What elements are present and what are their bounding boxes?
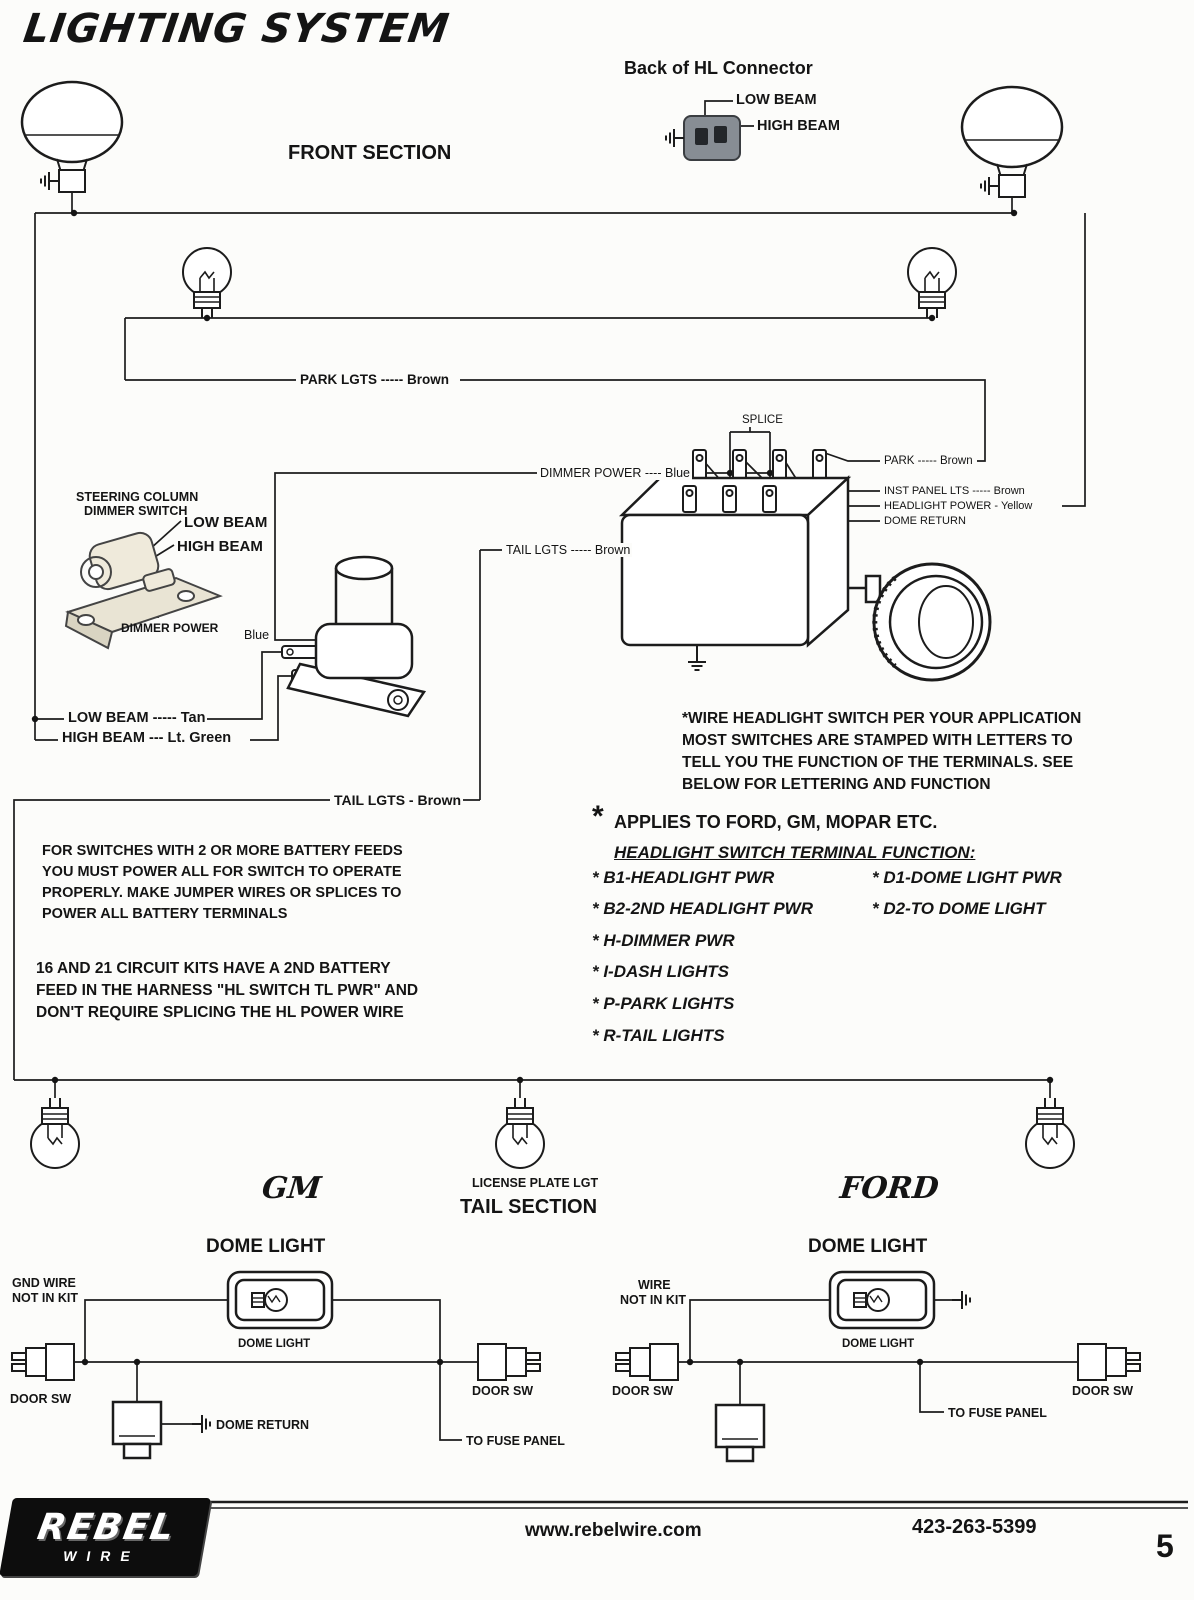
rebel-wire-logo: REBEL WIRE <box>0 1498 211 1576</box>
battery-note-line-1: FOR SWITCHES WITH 2 OR MORE BATTERY FEED… <box>42 843 403 859</box>
switch-ground <box>687 651 707 671</box>
gm-door-switch-left <box>11 1343 75 1381</box>
terminal-h: * H-DIMMER PWR <box>592 931 735 950</box>
headlight-left <box>20 80 124 193</box>
logo-rebel-text: REBEL <box>34 1507 179 1548</box>
wire-label-tail-lgts-2: TAIL LGTS - Brown <box>332 792 464 809</box>
gm-dome-light-heading: DOME LIGHT <box>206 1236 326 1257</box>
page-title: LIGHTING SYSTEM <box>20 6 453 52</box>
headlight-switch <box>618 449 992 682</box>
applies-star: * <box>592 800 604 833</box>
ford-wire-label-1: WIRE <box>638 1278 671 1292</box>
wire-label-high-beam-green: HIGH BEAM --- Lt. Green <box>60 730 234 747</box>
park-light-bulb-left <box>182 247 232 319</box>
gm-dome-return-label: DOME RETURN <box>216 1418 310 1432</box>
wire-label-low-beam-tan: LOW BEAM ----- Tan <box>66 710 208 727</box>
tail-section-heading: TAIL SECTION <box>460 1196 598 1218</box>
steering-column-label-2: DIMMER SWITCH <box>84 504 188 518</box>
license-plate-bulb <box>495 1097 545 1169</box>
gm-door-jamb-switch <box>111 1400 163 1460</box>
park-light-bulb-right <box>907 247 957 319</box>
terminal-r: * R-TAIL LIGHTS <box>592 1026 725 1045</box>
tail-light-bulb-right <box>1025 1097 1075 1169</box>
tail-light-bulb-left <box>30 1097 80 1169</box>
wiring-lines <box>13 100 1188 1509</box>
wire-label-tail-lgts: TAIL LGTS ----- Brown <box>504 543 633 558</box>
applies-note: APPLIES TO FORD, GM, MOPAR ETC. <box>614 812 938 832</box>
wire-label-park-lgts: PARK LGTS ----- Brown <box>298 372 451 388</box>
gnd-wire-label-2: NOT IN KIT <box>12 1291 78 1305</box>
logo-wire-text: WIRE <box>61 1548 142 1564</box>
ford-door-switch-right <box>1077 1343 1141 1381</box>
gm-dome-return-ground <box>191 1414 211 1434</box>
ford-door-sw-left-label: DOOR SW <box>612 1384 674 1398</box>
ford-dome-ground <box>951 1290 971 1310</box>
hl-connector-high-beam-label: HIGH BEAM <box>757 118 840 134</box>
steering-low-beam-label: LOW BEAM <box>184 514 268 531</box>
ford-dome-light-small-label: DOME LIGHT <box>842 1338 915 1350</box>
terminal-d2: * D2-TO DOME LIGHT <box>872 899 1046 918</box>
hl-connector-title: Back of HL Connector <box>624 58 813 78</box>
hl-connector-graphic <box>665 115 741 161</box>
terminal-d1: * D1-DOME LIGHT PWR <box>872 868 1062 887</box>
kit-note-line-3: DON'T REQUIRE SPLICING THE HL POWER WIRE <box>36 1004 404 1021</box>
ford-to-fuse-panel-label: TO FUSE PANEL <box>948 1406 1047 1420</box>
ford-door-switch-left <box>615 1343 679 1381</box>
ford-wire-label-2: NOT IN KIT <box>620 1293 686 1307</box>
ford-door-jamb-switch <box>714 1403 766 1463</box>
gm-door-sw-right-label: DOOR SW <box>472 1384 534 1398</box>
wire-label-dome-return: DOME RETURN <box>882 515 968 528</box>
gm-dome-light <box>226 1270 334 1330</box>
kit-note-line-2: FEED IN THE HARNESS "HL SWITCH TL PWR" A… <box>36 982 419 999</box>
switch-note-line-4: BELOW FOR LETTERING AND FUNCTION <box>682 776 991 793</box>
battery-note-line-3: PROPERLY. MAKE JUMPER WIRES OR SPLICES T… <box>42 885 402 901</box>
license-plate-label: LICENSE PLATE LGT <box>472 1176 599 1190</box>
wire-label-headlight-power: HEADLIGHT POWER - Yellow <box>882 500 1035 513</box>
switch-note-line-2: MOST SWITCHES ARE STAMPED WITH LETTERS T… <box>682 732 1073 749</box>
gm-heading: GM <box>260 1171 323 1206</box>
steering-dimmer-power-label: DIMMER POWER <box>121 621 219 635</box>
wire-label-park: PARK ----- Brown <box>882 455 975 469</box>
switch-note-line-1: *WIRE HEADLIGHT SWITCH PER YOUR APPLICAT… <box>682 710 1082 727</box>
wire-label-splice: SPLICE <box>740 414 785 428</box>
hl-connector-low-beam-label: LOW BEAM <box>736 92 817 108</box>
ford-heading: FORD <box>838 1171 941 1206</box>
junction-dots <box>31 209 1054 1366</box>
ford-door-sw-right-label: DOOR SW <box>1072 1384 1134 1398</box>
terminal-i: * I-DASH LIGHTS <box>592 962 729 981</box>
terminal-b2: * B2-2ND HEADLIGHT PWR <box>592 899 814 918</box>
gm-to-fuse-panel-label: TO FUSE PANEL <box>466 1434 565 1448</box>
steering-column-label-1: STEERING COLUMN <box>76 490 199 504</box>
switch-note-line-3: TELL YOU THE FUNCTION OF THE TERMINALS. … <box>682 754 1074 771</box>
gnd-wire-label-1: GND WIRE <box>12 1276 76 1290</box>
gm-dome-light-small-label: DOME LIGHT <box>238 1338 311 1350</box>
ford-dome-light <box>828 1270 936 1330</box>
wire-label-inst-panel: INST PANEL LTS ----- Brown <box>882 485 1027 498</box>
footer-website: www.rebelwire.com <box>525 1520 702 1541</box>
terminal-p: * P-PARK LIGHTS <box>592 994 735 1013</box>
ford-dome-light-heading: DOME LIGHT <box>808 1236 928 1257</box>
terminal-function-heading: HEADLIGHT SWITCH TERMINAL FUNCTION: <box>614 843 976 862</box>
front-section-heading: FRONT SECTION <box>288 142 452 164</box>
headlight-right <box>960 85 1064 198</box>
footer-phone: 423-263-5399 <box>912 1516 1037 1538</box>
wire-label-dimmer-power: DIMMER POWER ---- Blue <box>538 466 692 481</box>
kit-note-line-1: 16 AND 21 CIRCUIT KITS HAVE A 2ND BATTER… <box>36 960 391 977</box>
steering-column-dimmer-switch <box>64 531 223 650</box>
battery-note-line-2: YOU MUST POWER ALL FOR SWITCH TO OPERATE <box>42 864 402 880</box>
gm-door-switch-right <box>477 1343 541 1381</box>
terminal-b1: * B1-HEADLIGHT PWR <box>592 868 775 887</box>
page-number: 5 <box>1156 1528 1174 1564</box>
gm-door-sw-left-label: DOOR SW <box>10 1392 72 1406</box>
battery-note-line-4: POWER ALL BATTERY TERMINALS <box>42 906 288 922</box>
floor-dimmer-switch <box>281 555 427 718</box>
steering-high-beam-label: HIGH BEAM <box>177 538 263 555</box>
wire-label-blue: Blue <box>242 628 272 643</box>
